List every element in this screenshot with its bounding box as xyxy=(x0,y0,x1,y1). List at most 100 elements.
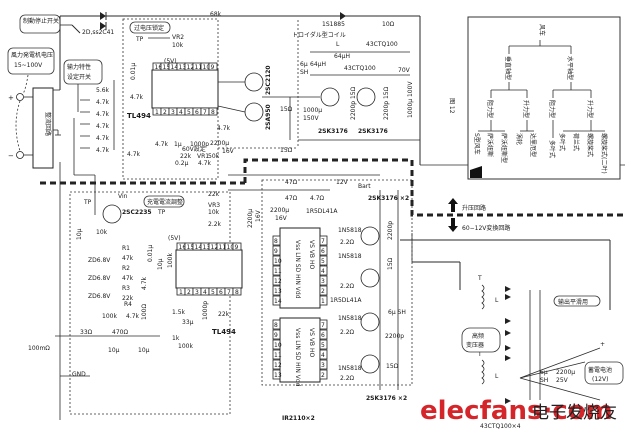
r2-value: 47k xyxy=(122,275,134,282)
upper-vr1-value: 50k xyxy=(208,153,220,160)
transistor-2sa950: 2SA950 xyxy=(265,104,272,130)
driver2-left-pin-10 xyxy=(272,339,281,350)
watermark-logo: elecfans·com xyxy=(420,396,613,426)
driver2-right-pin-2 xyxy=(319,369,328,380)
boundary-dashed-line xyxy=(40,158,625,217)
driver2-left-pin-12 xyxy=(272,359,281,370)
lower-pwm-boundary xyxy=(69,191,231,415)
driver2-right-pin-number: 7 xyxy=(321,322,325,329)
battery-label-1: 蓄電电池 xyxy=(588,366,612,374)
upper-ic-name: TL494 xyxy=(127,112,151,120)
driver2-left-pin-number: 11 xyxy=(274,352,282,359)
driver2-right-pin-3 xyxy=(319,359,328,370)
upper-tl494-pin-number: 15 xyxy=(163,64,171,71)
hf-transformer-label-2: 变压器 xyxy=(466,341,484,349)
lower-c-10u: 10μ xyxy=(157,258,164,270)
power-stage: 1S1885 10Ω トロイダル型コイル L 64μH 64μH 43CTQ10… xyxy=(280,12,625,166)
gate-res-1-label: 15Ω xyxy=(280,106,293,113)
driver2-right-pin-6 xyxy=(319,329,328,340)
lower-r-100k-2: 100k xyxy=(178,343,193,350)
r-47-2-label: 47Ω xyxy=(285,195,298,202)
upper-r-68k: 68k xyxy=(210,11,222,18)
lower-r-1-5k: 1.5k xyxy=(172,309,186,316)
watermark: elecfans·com 电子发烧友 xyxy=(420,396,617,426)
mosfet-hs-1-icon xyxy=(360,226,380,246)
lower-tl494-pin-number: 10 xyxy=(227,244,235,251)
driver1-right-pin-4 xyxy=(319,265,328,276)
watermark-logo-text: elecfans xyxy=(420,396,542,426)
generator-voltage-label: 風力発電机电压 xyxy=(11,51,53,59)
upper-60v-setting: 60V設定 xyxy=(182,145,206,153)
upper-tl494-pin-number: 3 xyxy=(171,109,175,116)
driver1-right-pin-7 xyxy=(319,235,328,246)
diode-icon xyxy=(100,12,107,30)
upper-tl494-pin-number: 13 xyxy=(179,64,187,71)
transistor-2sc2235-label: 2SC2235 xyxy=(122,209,152,216)
branch-vertical-axis: 垂直轴型 xyxy=(504,56,512,80)
overvoltage-callout xyxy=(129,21,171,34)
mosfets-bottom-label: 2SK3176 ×2 xyxy=(366,395,407,402)
ladder-res-6: 4.7k xyxy=(96,147,110,154)
upper-r-4-7k-4: 4.7k xyxy=(127,151,141,158)
driver1-right-pin-2 xyxy=(319,285,328,296)
snubber-1-label: 2200p 15Ω xyxy=(350,86,357,120)
upper-tl494-pin-number: 8 xyxy=(211,109,215,116)
lower-tl494-pin-number: 4 xyxy=(203,289,207,296)
lower-tp-label-1: TP xyxy=(83,199,92,206)
upper-tl494-pin-number: 9 xyxy=(211,64,215,71)
r1-value: 47k xyxy=(122,255,134,262)
mosfet-hs-2-icon xyxy=(360,312,380,332)
down-arrow-icon xyxy=(448,226,458,232)
mosfet-ls-1-icon xyxy=(360,268,380,288)
ladder-res-4: 4.7k xyxy=(96,123,110,130)
driver1-right-pin-1 xyxy=(319,295,328,306)
driver2-right-pin-5 xyxy=(319,339,328,350)
upper-r-4-7k-3: 4.7k xyxy=(217,125,231,132)
gate-res-2-2-2: 2.2Ω xyxy=(340,283,355,290)
ladder-res-1: 5.6k xyxy=(96,87,110,94)
transformer-2-coil-icon xyxy=(481,359,485,385)
gate-res-2-label: 15Ω xyxy=(280,147,293,154)
bootstrap-diode-label: 1R5DL41A xyxy=(306,208,338,215)
output-voltage-label: 70V xyxy=(398,67,411,74)
driver1-left-pin-number: 9 xyxy=(274,248,278,255)
driver1-left-pin-13 xyxy=(272,285,281,296)
r-47-1-label: 47Ω xyxy=(285,179,298,186)
lower-tl494-pin-8 xyxy=(232,287,242,296)
branch-horizontal-axis: 水平轴型 xyxy=(566,56,574,80)
lower-pwm-section: 2SC2235 Vin TP 10μ 10k ZD6.8V ZD6.8V ZD6… xyxy=(28,191,262,415)
ladder-res-2: 4.7k xyxy=(96,99,110,106)
generator-voltage-range: 15~100V xyxy=(14,62,43,69)
upper-tl494-pin-number: 12 xyxy=(187,64,195,71)
upper-tl494-pin-number: 6 xyxy=(195,109,199,116)
driver2-left-pin-number: 13 xyxy=(274,372,282,379)
driver2-left-pin-13 xyxy=(272,369,281,380)
driver2-right-pin-number: 3 xyxy=(321,362,325,369)
driver2-left-pin-number: 8 xyxy=(274,322,278,329)
driver1-right-pin-number: 1 xyxy=(321,298,325,305)
lower-c-2200u: 2200μ xyxy=(247,209,254,228)
lower-supply-label: (5V) xyxy=(168,235,181,242)
upper-vr1: VR1 xyxy=(197,153,209,160)
output-cap-25v: 25V xyxy=(556,377,569,384)
generator-voltage-callout xyxy=(7,47,55,75)
lower-c-16v: 16V xyxy=(255,209,262,222)
driver2-right-pin-7 xyxy=(319,319,328,330)
driver1-right-pin-6 xyxy=(319,245,328,256)
leaf-propeller-2blade: 螺旋桨式(二叶) xyxy=(600,133,608,174)
up-arrow-icon xyxy=(448,198,458,204)
toroidal-coil-label: トロイダル型コイル xyxy=(292,31,346,39)
cap-10u-1-label: 10μ xyxy=(108,347,120,354)
driver1-left-pin-number: 14 xyxy=(274,298,282,305)
res-10k-tp: 10k xyxy=(96,229,108,236)
lower-tl494-pin-number: 15 xyxy=(187,244,195,251)
upper-tl494-pin-number: 10 xyxy=(203,64,211,71)
resistor-10ohm-label: 10Ω xyxy=(382,21,395,28)
leaf-propeller: 螺旋桨式 xyxy=(586,133,594,157)
ladder-res-3: 4.7k xyxy=(96,111,110,118)
vr2-label: VR2 xyxy=(172,34,184,41)
lower-section-label: 60−12V変換回路 xyxy=(462,224,510,232)
